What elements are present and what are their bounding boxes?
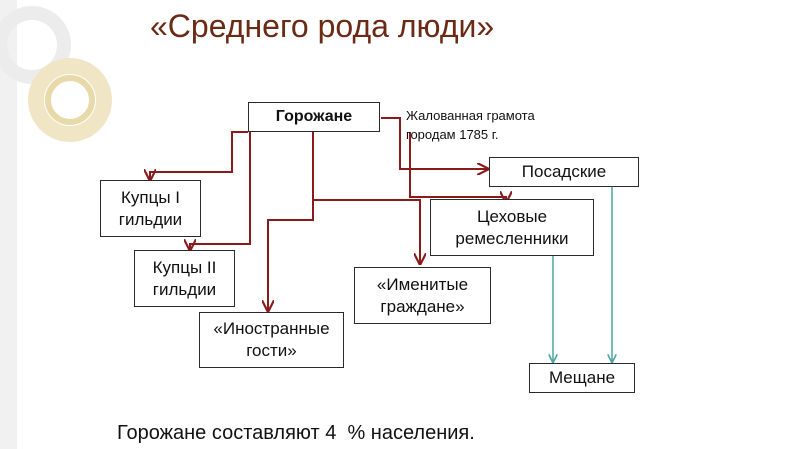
arrow-to-kuptsy1 bbox=[150, 131, 248, 180]
charter-note-line2: городам 1785 г. bbox=[406, 127, 499, 142]
box-kuptsy-2: Купцы II гильдии bbox=[134, 250, 235, 307]
box-gorozhane: Горожане bbox=[248, 102, 380, 132]
box-meshchane: Мещане bbox=[529, 363, 635, 393]
slide-title: «Среднего рода люди» bbox=[150, 8, 495, 44]
box-imenitye: «Именитые граждане» bbox=[354, 267, 491, 324]
left-margin-band bbox=[0, 0, 17, 449]
box-posadskie: Посадские bbox=[489, 157, 639, 187]
charter-note: Жалованная грамота городам 1785 г. bbox=[406, 106, 535, 144]
box-inostrannye: «Иностранные гости» bbox=[199, 312, 344, 368]
arrow-to-kuptsy2 bbox=[190, 132, 251, 250]
arrow-to-inostrannye bbox=[268, 132, 314, 311]
footer-text: Горожане составляют 4 % населения. bbox=[117, 422, 475, 444]
arrow-to-imenitye bbox=[313, 199, 420, 264]
arrow-to-posadskie bbox=[381, 117, 488, 169]
box-tsekhovye: Цеховые ремесленники bbox=[430, 199, 594, 256]
box-kuptsy-1: Купцы I гильдии bbox=[100, 180, 201, 237]
charter-note-line1: Жалованная грамота bbox=[406, 108, 535, 123]
